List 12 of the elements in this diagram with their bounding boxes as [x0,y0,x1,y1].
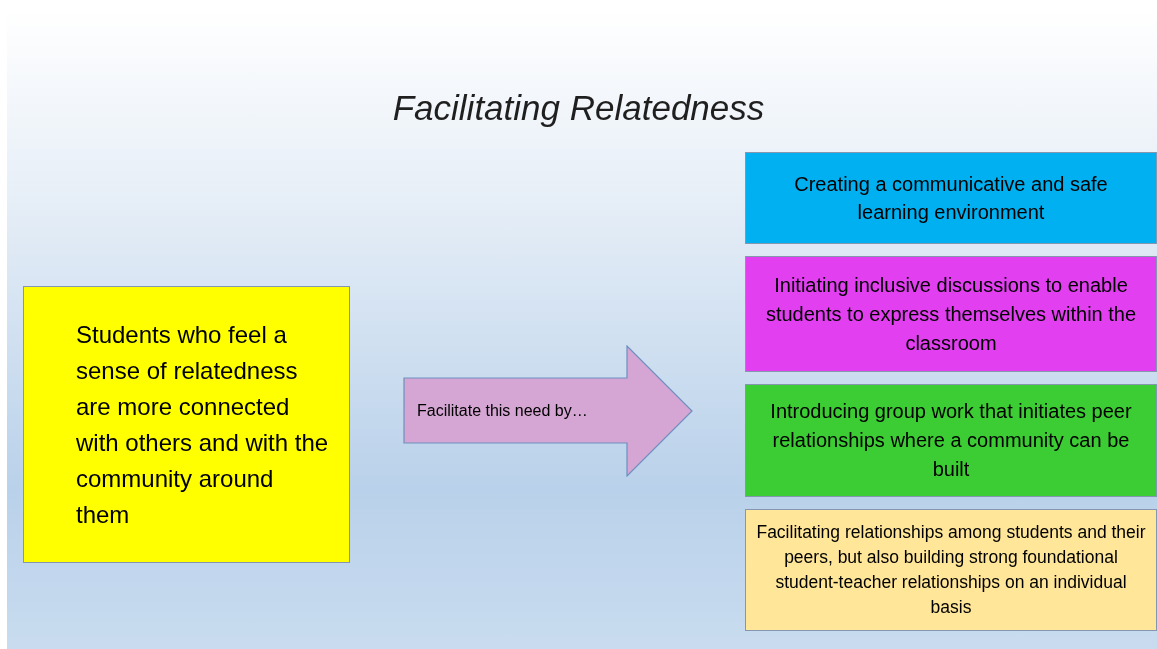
text-box [23,286,350,563]
title: Facilitating Relatedness [391,88,766,128]
box-text: Creating a communicative and safe learning environment [793,172,1109,225]
arrow-label: Facilitate this need by… [417,402,588,420]
box-text: Facilitating relationships among students and their peers, but also building strong foundational student-teacher relationships on an individual basis [756,521,1146,619]
box-text: Initiating inclusive discussions to enable students to express themselves within the classroom [764,272,1138,356]
process-box [745,256,1157,372]
box-text: Students who feel a sense of relatedness are more connected with others and with the community around them [76,319,329,530]
process-box [745,509,1157,631]
process-box [745,384,1157,497]
box-text: Introducing group work that initiates peer relationships where a community can be built [769,399,1133,482]
process-box [745,152,1157,244]
